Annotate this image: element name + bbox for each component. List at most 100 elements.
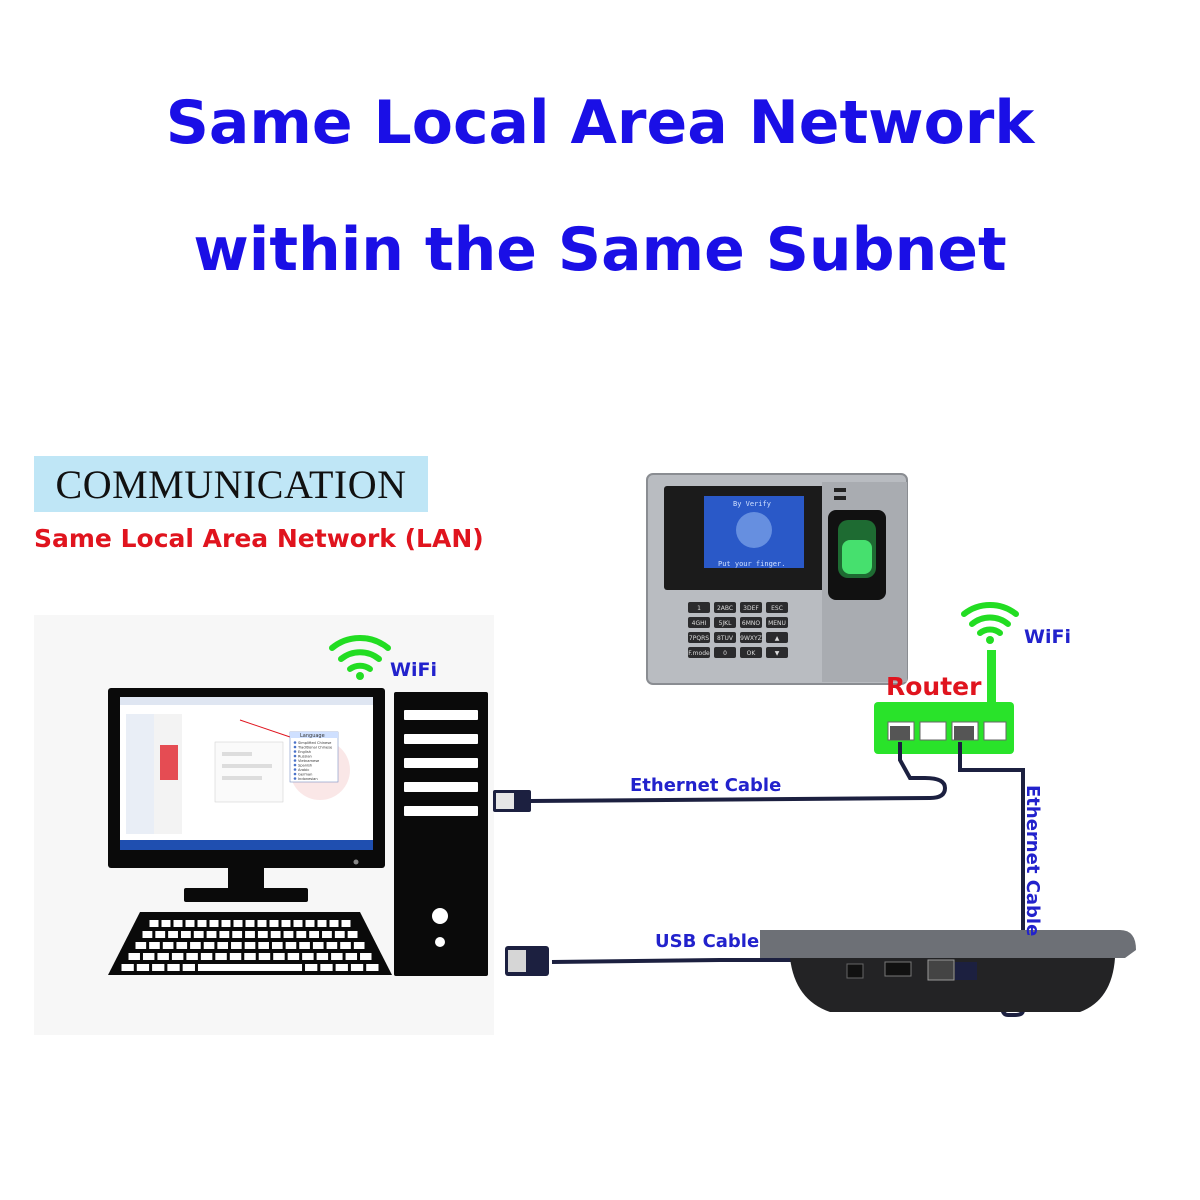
language-menu-title: Language <box>300 733 325 739</box>
language-menu-item: Spanish <box>298 764 312 768</box>
language-menu <box>289 731 339 783</box>
keypad-key-label: ESC <box>771 605 783 612</box>
keyboard-key <box>152 964 165 971</box>
keyboard-key <box>121 964 134 971</box>
keyboard-key <box>203 942 215 949</box>
ethernet-plug-pc <box>493 790 531 812</box>
keyboard-key <box>200 953 213 960</box>
keyboard-key <box>221 920 231 927</box>
communication-heading-box: COMMUNICATION <box>34 456 428 512</box>
keypad-key <box>740 602 762 613</box>
keyboard-key <box>340 942 351 949</box>
keyboard-key <box>176 942 188 949</box>
keypad-key-label: 0 <box>723 650 727 657</box>
keyboard-key <box>217 942 229 949</box>
keyboard-key <box>142 953 155 960</box>
language-menu-item: Vietnamese <box>298 759 320 763</box>
wifi-icon-router <box>961 602 1019 644</box>
usb-plug <box>505 946 549 976</box>
keyboard-key <box>162 942 174 949</box>
keyboard-key <box>136 964 150 971</box>
keypad-key-label: 8TUV <box>717 635 734 642</box>
keyboard-key <box>345 953 358 960</box>
ethernet-cable-label-2: Ethernet Cable <box>1022 785 1043 937</box>
language-menu-item: Russian <box>298 755 312 759</box>
language-menu-bullet <box>293 763 297 767</box>
keypad-key-label: OK <box>747 650 757 657</box>
keyboard-key <box>182 964 195 971</box>
keyboard-key <box>302 953 314 960</box>
title-line-1: Same Local Area Network <box>165 88 1035 158</box>
keypad-key-label: F.mode <box>688 650 710 657</box>
keypad-key <box>766 647 788 658</box>
keypad-key <box>688 602 710 613</box>
keyboard-key <box>190 942 201 949</box>
language-menu-bullet <box>293 768 297 771</box>
keyboard-key <box>185 920 195 927</box>
keyboard-key <box>269 920 279 927</box>
keypad-key-label: 6MNO <box>742 620 760 627</box>
keyboard-key <box>326 942 338 949</box>
keypad-key <box>740 617 762 628</box>
keyboard-key <box>257 931 268 938</box>
title-line-2: within the Same Subnet <box>193 215 1007 285</box>
keyboard-key <box>366 964 379 971</box>
keyboard-key <box>206 931 217 938</box>
router-label: Router <box>886 672 982 701</box>
keyboard-key <box>281 920 291 927</box>
keyboard-key <box>287 953 300 960</box>
keyboard-key <box>360 953 372 960</box>
keyboard-key <box>155 931 166 938</box>
keyboard-key <box>285 942 297 949</box>
keyboard-key <box>317 920 327 927</box>
ethernet-cable-pc-router <box>529 742 948 803</box>
power-button <box>432 908 448 924</box>
ethernet-cable-label-1: Ethernet Cable <box>630 775 782 796</box>
keyboard-key <box>305 964 318 971</box>
keyboard-key <box>128 953 140 960</box>
wifi-label-router: WiFi <box>1024 626 1071 648</box>
language-menu-item: Simplified Chinese <box>298 741 332 745</box>
keypad-key <box>688 632 710 643</box>
keyboard-key <box>316 953 329 960</box>
keypad-key-label: 1 <box>697 605 701 612</box>
language-menu-bullet <box>293 777 297 780</box>
keyboard-key <box>270 931 281 938</box>
monitor-power-led <box>353 859 359 865</box>
keypad-key <box>714 602 736 613</box>
keypad-key <box>740 632 762 643</box>
keyboard-key <box>273 953 285 960</box>
keypad-key-label: ▲ <box>775 635 780 642</box>
keypad-key-label: 3DEF <box>743 605 759 612</box>
keyboard-key <box>244 953 256 960</box>
keyboard-key <box>296 931 307 938</box>
keypad-key <box>740 647 762 658</box>
keyboard-key <box>347 931 358 938</box>
language-menu-item: English <box>298 750 311 754</box>
keyboard-key <box>215 953 227 960</box>
keypad-key-label: 7PQRS <box>689 635 709 642</box>
language-menu-bullet <box>293 750 297 753</box>
keyboard-key <box>186 953 198 960</box>
communication-heading: COMMUNICATION <box>55 461 407 507</box>
keyboard-key <box>305 920 315 927</box>
language-menu-bullet <box>293 759 297 762</box>
keyboard-key <box>309 931 320 938</box>
keyboard <box>108 912 392 975</box>
keyboard-key <box>299 942 310 949</box>
keyboard-key <box>245 920 255 927</box>
keyboard-key <box>258 942 269 949</box>
keypad-key-label: 5JKL <box>719 620 733 627</box>
keypad-key-label: 2ABC <box>717 605 733 612</box>
keyboard-key <box>244 942 256 949</box>
lan-subtitle: Same Local Area Network (LAN) <box>34 524 484 553</box>
keyboard-key <box>353 942 365 949</box>
keyboard-key <box>229 953 242 960</box>
keypad-key <box>714 617 736 628</box>
keypad-key-label: ▼ <box>775 650 780 657</box>
keyboard-key <box>173 920 183 927</box>
keyboard-key <box>341 920 351 927</box>
